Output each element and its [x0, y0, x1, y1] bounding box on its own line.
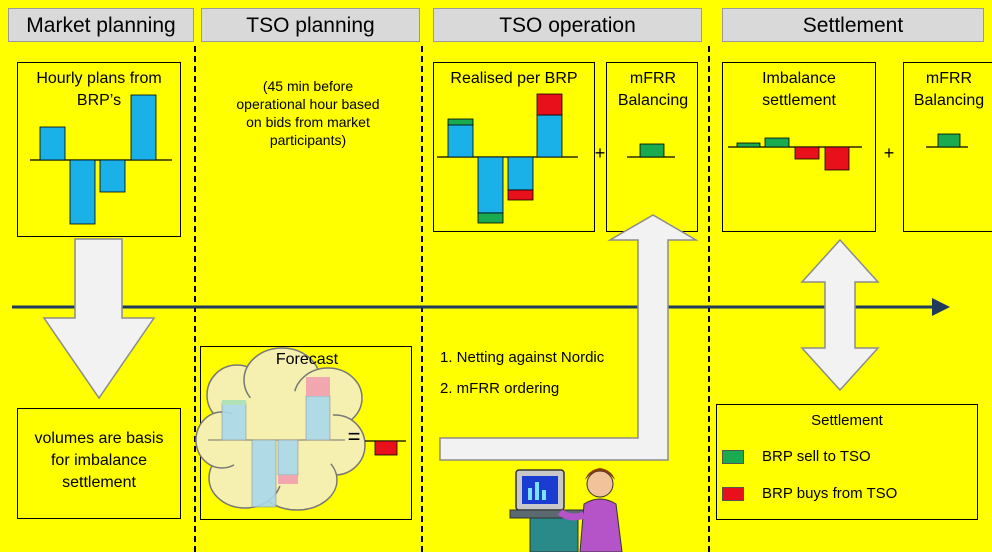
bar-overlay — [507, 189, 534, 201]
double-arrow — [800, 238, 880, 392]
header-settlement: Settlement — [722, 8, 984, 42]
l-shaped-arrow — [439, 214, 699, 461]
hourly-plans-chart — [30, 94, 172, 225]
result-bar — [374, 440, 398, 456]
bar-overlay — [222, 400, 246, 405]
mfrr-bar — [639, 143, 665, 158]
imbalance-chart — [728, 137, 862, 171]
buy-swatch — [722, 487, 744, 501]
header-market-planning: Market planning — [8, 8, 194, 42]
settlement-legend-box — [716, 404, 978, 520]
bar — [477, 156, 504, 214]
bar — [251, 439, 277, 508]
bar — [305, 395, 331, 441]
header-tso-planning: TSO planning — [201, 8, 420, 42]
phase-divider — [194, 46, 196, 552]
volumes-text: volumes are basis for imbalance settleme… — [34, 430, 164, 491]
bar — [447, 123, 474, 158]
sell-swatch — [722, 450, 744, 464]
bar — [736, 142, 761, 148]
bar-overlay — [536, 93, 563, 116]
phase-divider — [708, 46, 710, 552]
bar — [39, 126, 66, 161]
hourly-plans-box — [17, 62, 181, 237]
forecast-chart — [208, 377, 345, 508]
bar — [507, 156, 534, 191]
bar-overlay — [477, 212, 504, 224]
bar — [69, 159, 96, 225]
bar-overlay — [306, 377, 330, 396]
mfrr-bar — [937, 133, 961, 148]
bar — [221, 402, 247, 441]
imbalance-box — [722, 62, 876, 232]
equals-sign: = — [347, 424, 361, 449]
legend-sell-label: BRP sell to TSO — [762, 448, 871, 465]
step-mfrr-ordering: 2. mFRR ordering — [440, 380, 560, 397]
legend-buy-label: BRP buys from TSO — [762, 485, 898, 502]
bar — [824, 146, 850, 171]
header-tso-operation: TSO operation — [433, 8, 702, 42]
hourly-plans-title: Hourly plans from BRP’s — [36, 70, 162, 109]
mfrr-settlement-title: mFRR Balancing — [913, 70, 985, 109]
bar — [99, 159, 126, 193]
tso-planning-note: (45 min before operational hour based on… — [236, 78, 380, 148]
plus-sign: + — [883, 143, 895, 163]
volumes-box — [17, 408, 181, 519]
down-arrow — [42, 238, 156, 400]
timeline-arrow-head — [932, 298, 950, 316]
person-at-computer-icon — [509, 468, 623, 552]
step-netting: 1. Netting against Nordic — [440, 349, 605, 366]
realised-chart — [437, 93, 578, 224]
mfrr-operation-title: mFRR Balancing — [617, 70, 689, 109]
imbalance-title: Imbalance settlement — [762, 70, 836, 109]
bar — [130, 94, 157, 161]
phase-divider — [421, 46, 423, 552]
bar-overlay — [278, 475, 298, 484]
cloud-shape — [195, 347, 366, 511]
realised-box — [433, 62, 595, 232]
legend-title: Settlement — [811, 412, 883, 429]
bar — [764, 137, 790, 148]
bar — [277, 439, 299, 476]
bar — [536, 114, 563, 158]
bar — [794, 146, 820, 160]
plus-sign: + — [594, 143, 606, 163]
mfrr-settlement-box — [903, 62, 992, 232]
forecast-title: Forecast — [275, 351, 339, 368]
bar-overlay — [447, 118, 474, 126]
realised-title: Realised per BRP — [450, 70, 578, 87]
